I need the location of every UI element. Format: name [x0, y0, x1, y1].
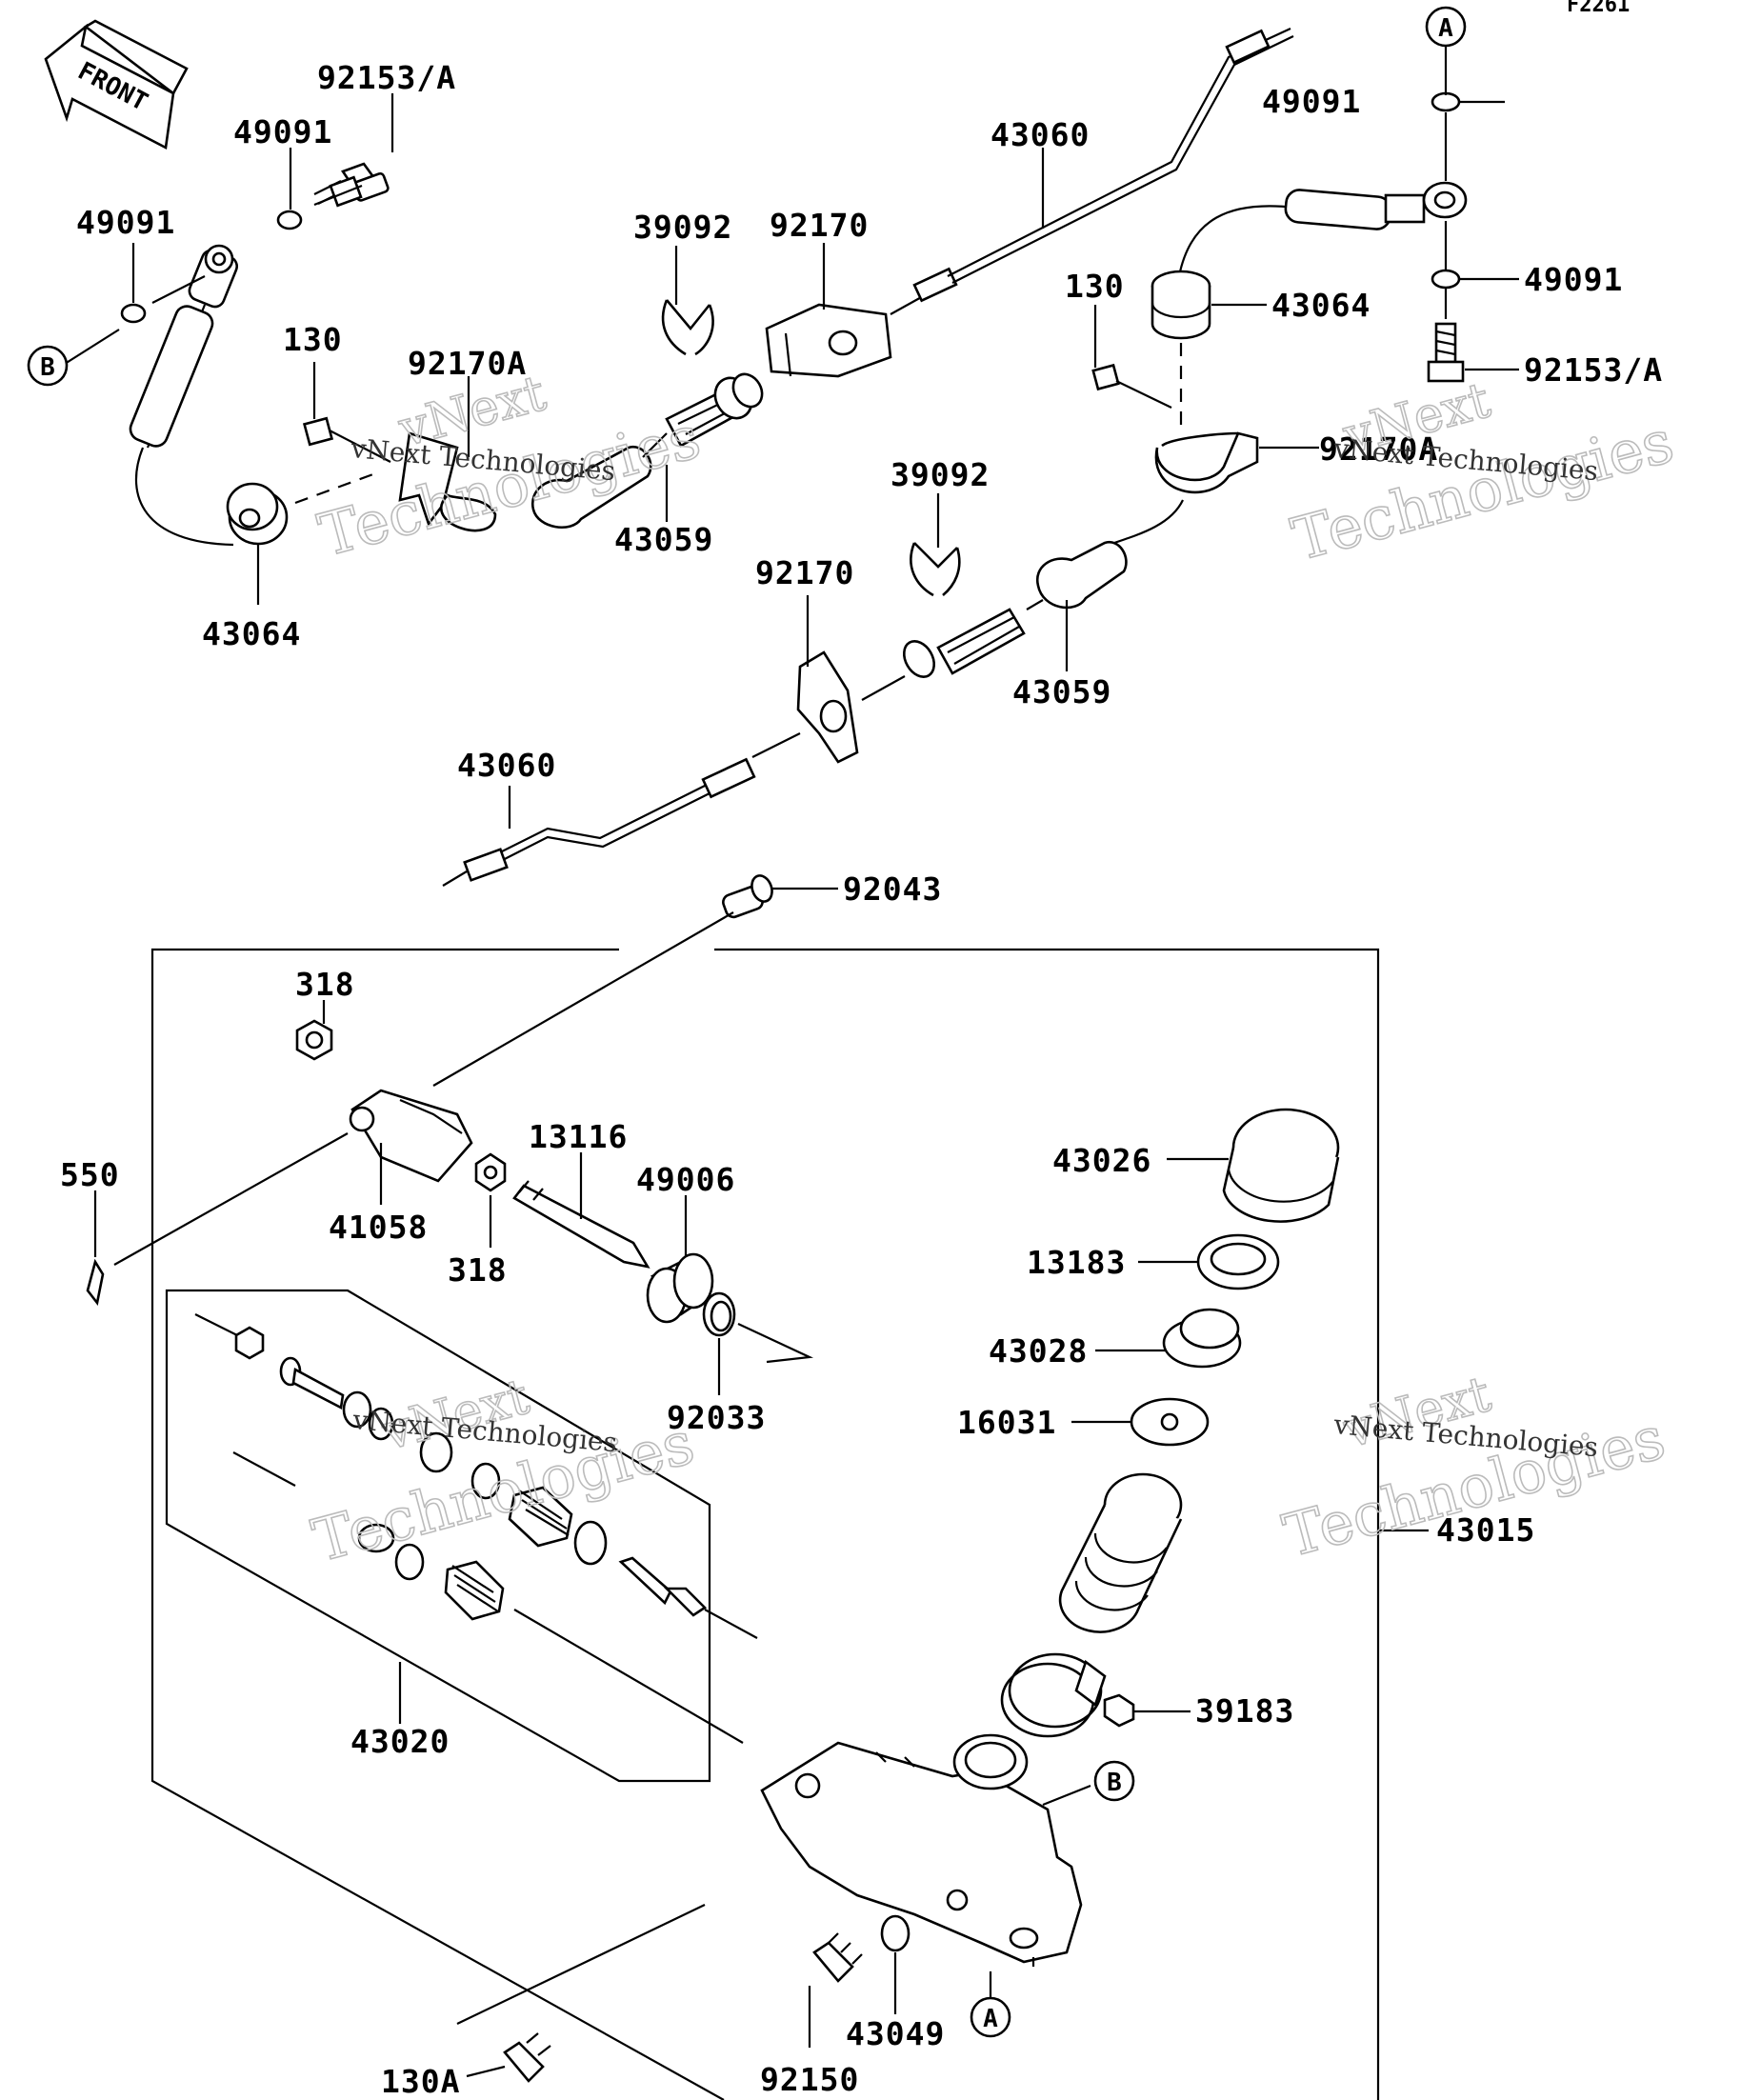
washer-49091-a [276, 210, 303, 230]
leader-lines [93, 93, 1519, 2078]
hose-clamp-39183 [1000, 1652, 1135, 1738]
clamp-92170A-right [1154, 431, 1259, 494]
label-92153A-left: 92153/A [317, 59, 456, 96]
banjo-bolt-right [1427, 322, 1465, 383]
label-43064-right: 43064 [1271, 287, 1371, 324]
label-550: 550 [60, 1156, 120, 1193]
label-43060-top: 43060 [991, 116, 1090, 153]
label-43059-mid: 43059 [1012, 673, 1111, 710]
brake-hose-right [1177, 181, 1468, 277]
nut-318-top [295, 1019, 333, 1061]
boot-49006 [646, 1252, 714, 1324]
callout-b-body: B [1093, 1760, 1135, 1802]
banjo-bolt-left [313, 162, 390, 208]
piston-kit-43020 [194, 1313, 758, 1744]
label-39183: 39183 [1195, 1692, 1294, 1730]
bracket-92170-top [765, 303, 892, 378]
bolt-130-left [302, 416, 391, 463]
front-arrow-icon: FRONT [44, 19, 189, 150]
washer-49091-right-mid [1431, 269, 1461, 290]
master-cylinder-body-43015 [760, 1733, 1083, 1964]
master-cylinder-43059-top [530, 372, 764, 529]
label-43064-left: 43064 [202, 615, 301, 652]
label-92150: 92150 [760, 2061, 859, 2098]
diagram-code: F2261 [1567, 0, 1630, 17]
kit-frame [165, 1289, 711, 1783]
label-92043: 92043 [843, 870, 942, 908]
label-92153A-right: 92153/A [1524, 351, 1663, 389]
label-43059-top: 43059 [614, 521, 713, 558]
label-49006: 49006 [636, 1161, 735, 1198]
label-92170-mid: 92170 [755, 554, 854, 591]
label-318-top: 318 [295, 966, 355, 1003]
label-49091-right-mid: 49091 [1524, 261, 1623, 298]
label-43015: 43015 [1436, 1511, 1535, 1549]
label-49091-b: 49091 [76, 204, 175, 241]
washer-49091-right-top [1431, 91, 1461, 112]
label-130-left: 130 [283, 321, 343, 358]
label-43049: 43049 [846, 2015, 945, 2052]
cap-43026 [1222, 1108, 1340, 1223]
label-16031: 16031 [957, 1404, 1056, 1441]
label-92033: 92033 [667, 1399, 766, 1436]
reservoir-body [1058, 1472, 1183, 1633]
label-39092-top: 39092 [633, 209, 732, 246]
callout-a-top: A [1425, 6, 1467, 48]
grommet-43064-right [1151, 270, 1211, 340]
label-43060-mid: 43060 [457, 747, 556, 784]
bolt-130A [503, 2032, 551, 2083]
float-16031 [1130, 1397, 1210, 1447]
callout-b-left: B [27, 345, 69, 387]
callout-a-body: A [970, 1996, 1011, 2038]
label-43028: 43028 [989, 1332, 1088, 1370]
clip-39092-top [661, 299, 714, 356]
bracket-92170A-left [398, 431, 497, 532]
label-92170-top: 92170 [770, 207, 869, 244]
svg-text:A: A [983, 2005, 998, 2033]
brake-hose-left [129, 244, 239, 547]
washer-43049 [880, 1914, 911, 1952]
label-130-right: 130 [1065, 268, 1125, 305]
label-92170A-left: 92170A [408, 345, 527, 382]
watermark-left-bottom: vNext Technologies [305, 1368, 702, 1577]
label-43026: 43026 [1052, 1142, 1151, 1179]
brake-pipe-43060-mid [442, 732, 801, 887]
bolt-92150 [812, 1932, 863, 1983]
clip-39092-mid [910, 542, 961, 597]
label-49091-right-top: 49091 [1262, 83, 1361, 120]
label-49091-a: 49091 [233, 113, 332, 150]
svg-text:B: B [1107, 1769, 1122, 1797]
washer-49091-b [120, 303, 147, 324]
diaphragm-43028 [1162, 1308, 1242, 1369]
circlip-92033 [702, 1291, 736, 1337]
assembly-frame [150, 948, 1380, 2100]
svg-text:A: A [1438, 14, 1453, 43]
label-39092-mid: 39092 [891, 456, 990, 493]
grommet-43064-left [226, 482, 289, 546]
label-92170A-right: 92170A [1319, 430, 1438, 468]
label-318-bottom: 318 [448, 1251, 508, 1289]
cotter-pin-550 [86, 1258, 105, 1307]
label-130A: 130A [381, 2063, 460, 2100]
label-13183: 13183 [1027, 1244, 1126, 1281]
nut-318-bottom [474, 1152, 507, 1192]
label-13116: 13116 [529, 1118, 628, 1155]
master-cylinder-43059-mid [902, 499, 1184, 678]
diaphragm-plate-13183 [1196, 1233, 1280, 1290]
clevis-41058 [349, 1089, 473, 1183]
bolt-130-right [1091, 363, 1172, 409]
brake-pipe-43060-top [890, 28, 1294, 315]
svg-text:B: B [40, 353, 55, 382]
label-41058: 41058 [329, 1209, 428, 1246]
bracket-92170-mid [796, 650, 859, 764]
push-rod-13116 [512, 1180, 650, 1269]
pin-92043 [722, 874, 838, 919]
label-43020: 43020 [350, 1723, 450, 1760]
